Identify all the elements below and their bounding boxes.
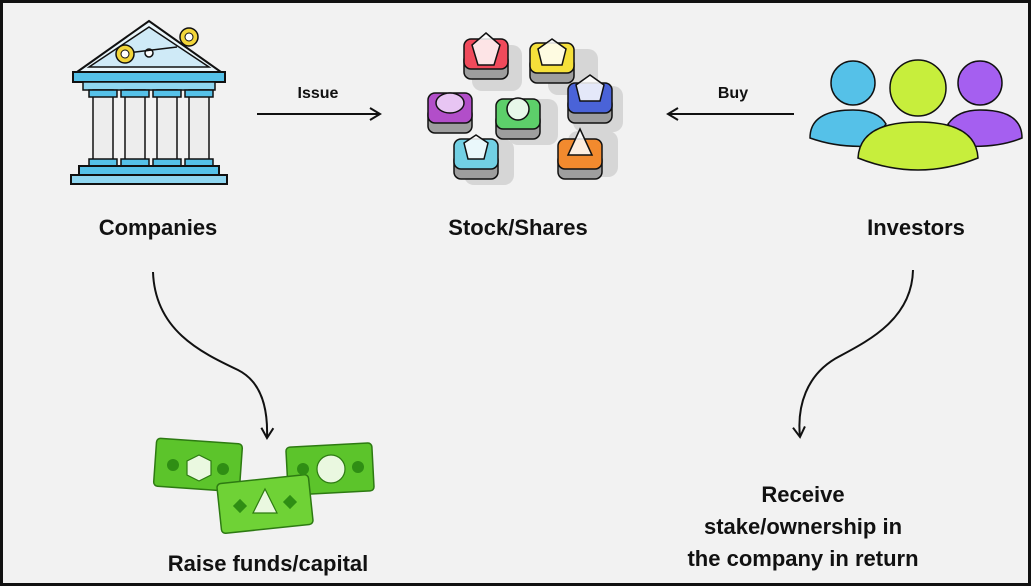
raise-funds-label: Raise funds/capital (167, 551, 369, 576)
bank-building-icon (70, 19, 228, 185)
raise-arrow (152, 271, 275, 440)
receive-line-3: the company in return (687, 546, 919, 571)
investors-label: Investors (867, 215, 965, 240)
receive-stake-label: Receive stake/ownership in the company i… (643, 479, 963, 575)
stock-shares-cluster-icon (427, 32, 623, 185)
investors-people-icon (809, 59, 1023, 171)
money-bills-icon (152, 437, 375, 535)
buy-label: Buy (717, 85, 749, 102)
stock-shares-label: Stock/Shares (448, 215, 588, 240)
receive-arrow (792, 269, 914, 439)
receive-line-1: Receive (761, 482, 845, 507)
receive-line-2: stake/ownership in (703, 514, 903, 539)
companies-label: Companies (98, 215, 218, 240)
issue-label: Issue (297, 85, 339, 102)
